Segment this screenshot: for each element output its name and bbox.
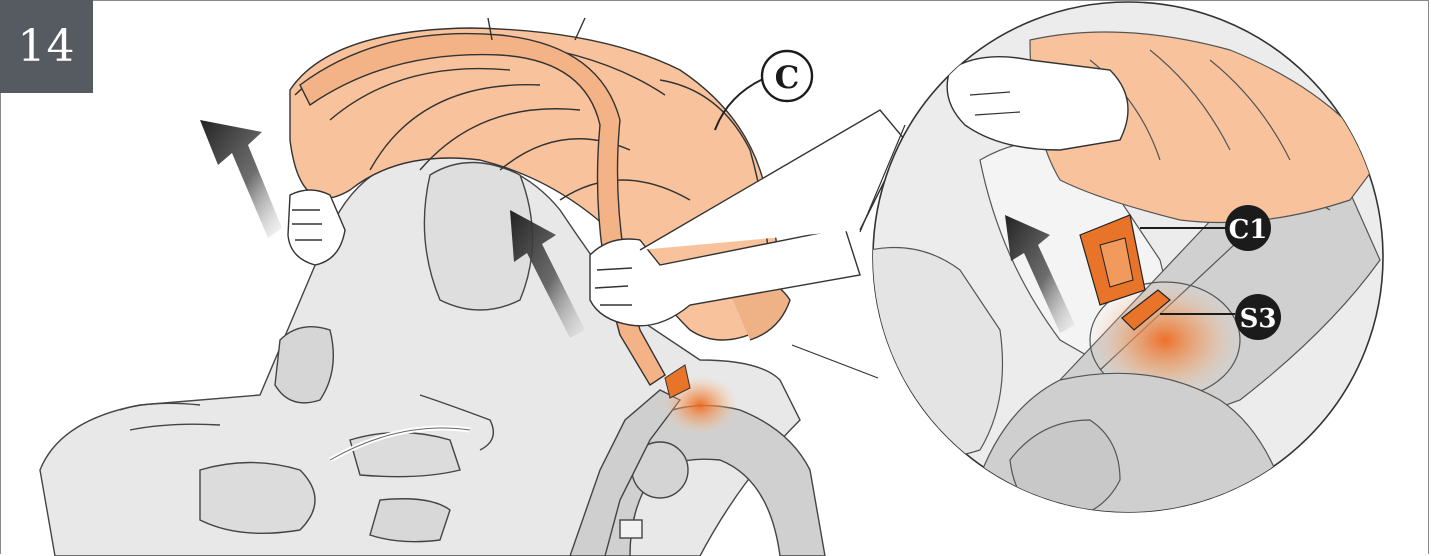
label-c: C	[762, 51, 812, 101]
magnifier-circle-icon	[792, 2, 1383, 556]
svg-text:S3: S3	[1240, 304, 1277, 334]
label-c1: C1	[1225, 205, 1271, 251]
svg-text:C: C	[775, 60, 800, 96]
step-badge: 14	[0, 0, 93, 93]
up-left-arrow-icon	[200, 120, 282, 238]
step-number: 14	[18, 21, 76, 72]
svg-text:C1: C1	[1229, 215, 1268, 245]
label-s3: S3	[1235, 294, 1281, 340]
